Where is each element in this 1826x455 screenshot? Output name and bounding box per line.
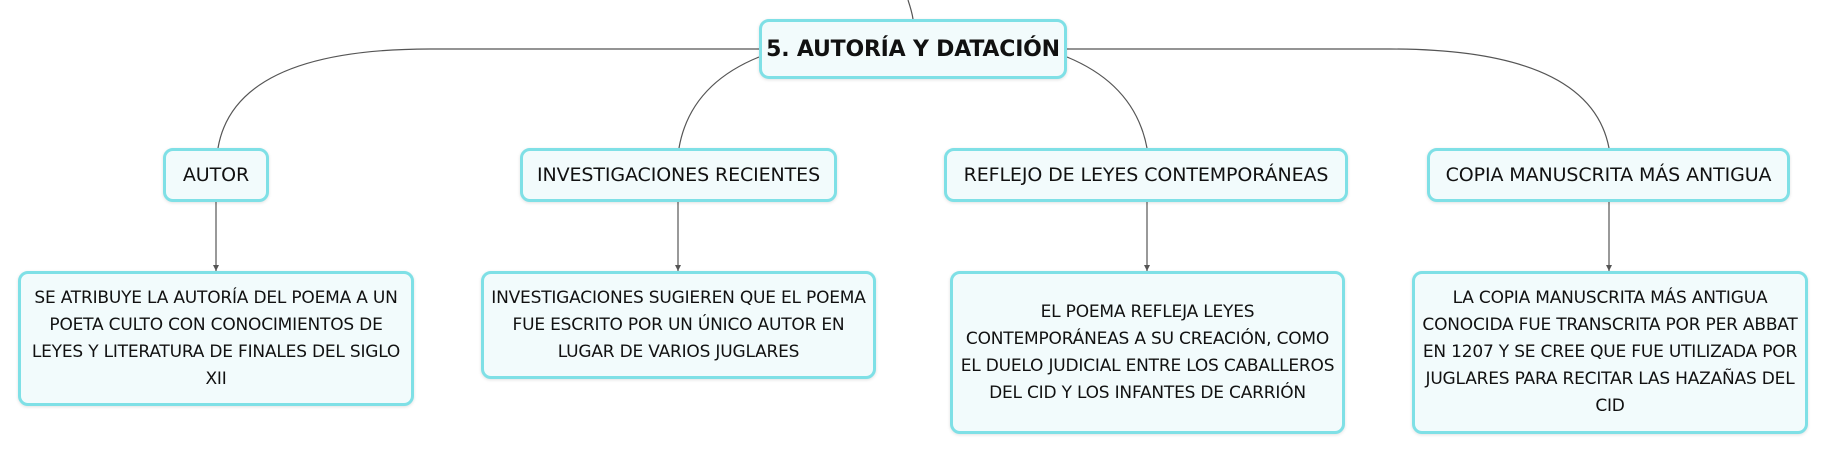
detail-text: LA COPIA MANUSCRITA MÁS ANTIGUA CONOCIDA… (1422, 288, 1798, 416)
central-topic[interactable]: 5. AUTORÍA Y DATACIÓN (759, 19, 1067, 79)
detail-autor[interactable]: SE ATRIBUYE LA AUTORÍA DEL POEMA A UN PO… (18, 271, 414, 406)
connector-copia (1067, 48, 1610, 149)
detail-text: SE ATRIBUYE LA AUTORÍA DEL POEMA A UN PO… (31, 287, 401, 389)
detail-reflejo-de-leyes[interactable]: EL POEMA REFLEJA LEYES CONTEMPORÁNEAS A … (950, 271, 1345, 434)
connector-investigaciones (678, 56, 760, 149)
detail-text: EL POEMA REFLEJA LEYES CONTEMPORÁNEAS A … (960, 301, 1335, 403)
topic-copia-manuscrita[interactable]: COPIA MANUSCRITA MÁS ANTIGUA (1427, 148, 1790, 202)
topic-reflejo-de-leyes[interactable]: REFLEJO DE LEYES CONTEMPORÁNEAS (944, 148, 1348, 202)
detail-investigaciones-recientes[interactable]: INVESTIGACIONES SUGIEREN QUE EL POEMA FU… (481, 271, 876, 379)
connector-autor (217, 48, 759, 149)
topic-label: INVESTIGACIONES RECIENTES (536, 164, 821, 186)
topic-autor[interactable]: AUTOR (163, 148, 269, 202)
topic-label: AUTOR (182, 164, 250, 186)
central-topic-label: 5. AUTORÍA Y DATACIÓN (766, 36, 1060, 62)
topic-label: COPIA MANUSCRITA MÁS ANTIGUA (1445, 164, 1772, 186)
topic-investigaciones-recientes[interactable]: INVESTIGACIONES RECIENTES (520, 148, 837, 202)
topic-label: REFLEJO DE LEYES CONTEMPORÁNEAS (963, 164, 1329, 186)
parent-connector (907, 0, 914, 20)
detail-copia-manuscrita[interactable]: LA COPIA MANUSCRITA MÁS ANTIGUA CONOCIDA… (1412, 271, 1808, 434)
detail-text: INVESTIGACIONES SUGIEREN QUE EL POEMA FU… (491, 287, 866, 362)
connector-reflejo (1066, 56, 1148, 149)
